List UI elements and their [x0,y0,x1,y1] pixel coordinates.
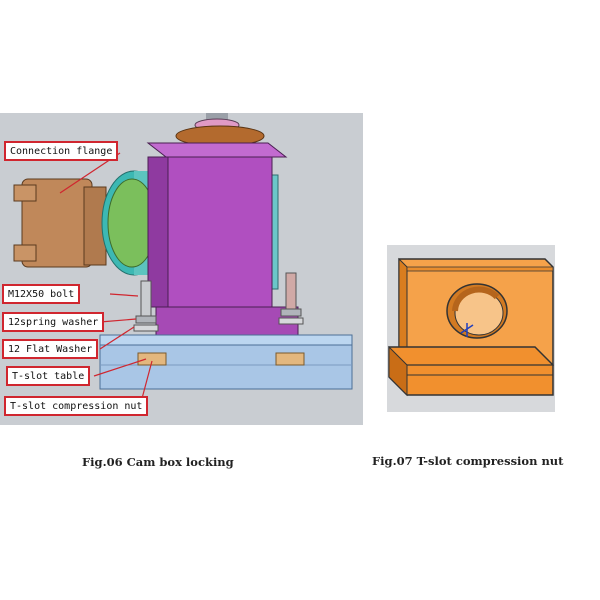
tslot-nut-right [275,352,305,366]
left-flat-washer [133,324,159,332]
callout-tslot-nut: T-slot compression nut [4,396,149,416]
top-shaft [206,113,228,123]
cam-box-front [167,156,273,308]
callout-spring-washer: 12spring washer [2,312,105,332]
flange-ear-bottom [13,244,37,262]
callout-bolt: M12X50 bolt [2,284,81,304]
nut-lower-left-face [388,345,408,397]
cam-box-top-plate [146,142,288,158]
caption-fig07: Fig.07 T-slot compression nut [372,454,564,468]
caption-fig06: Fig.06 Cam box locking [82,455,234,469]
leader-tslot-table [93,358,147,377]
leader-bolt [109,293,139,297]
tslot-nut-left [137,352,167,366]
left-spring-washer [135,315,157,324]
callout-tslot-table: T-slot table [6,366,91,386]
right-bolt [285,272,297,314]
callout-connection-flange: Connection flange [4,141,119,161]
tslot-table-body [99,344,353,390]
right-flat-washer [278,317,304,325]
left-bolt [140,280,152,322]
nut-hole-inner-wall [452,286,500,312]
leader-spring-washer [99,318,137,323]
fig06-cam-box-image: Connection flange M12X50 bolt 12spring w… [0,113,363,425]
leader-flat-washer [99,326,135,350]
nut-lower-flange [388,346,554,396]
flange-ear-top [13,184,37,202]
tslot-nut-drawing [388,257,554,397]
coordinate-marker [460,323,474,337]
right-spring-washer [280,308,302,317]
callout-flat-washer: 12 Flat Washer [2,339,99,359]
cam-box-drawing [13,113,353,407]
nut-top-edge [406,266,554,272]
fig07-tslot-nut-image [387,245,555,412]
tslot-table-top [99,334,353,346]
